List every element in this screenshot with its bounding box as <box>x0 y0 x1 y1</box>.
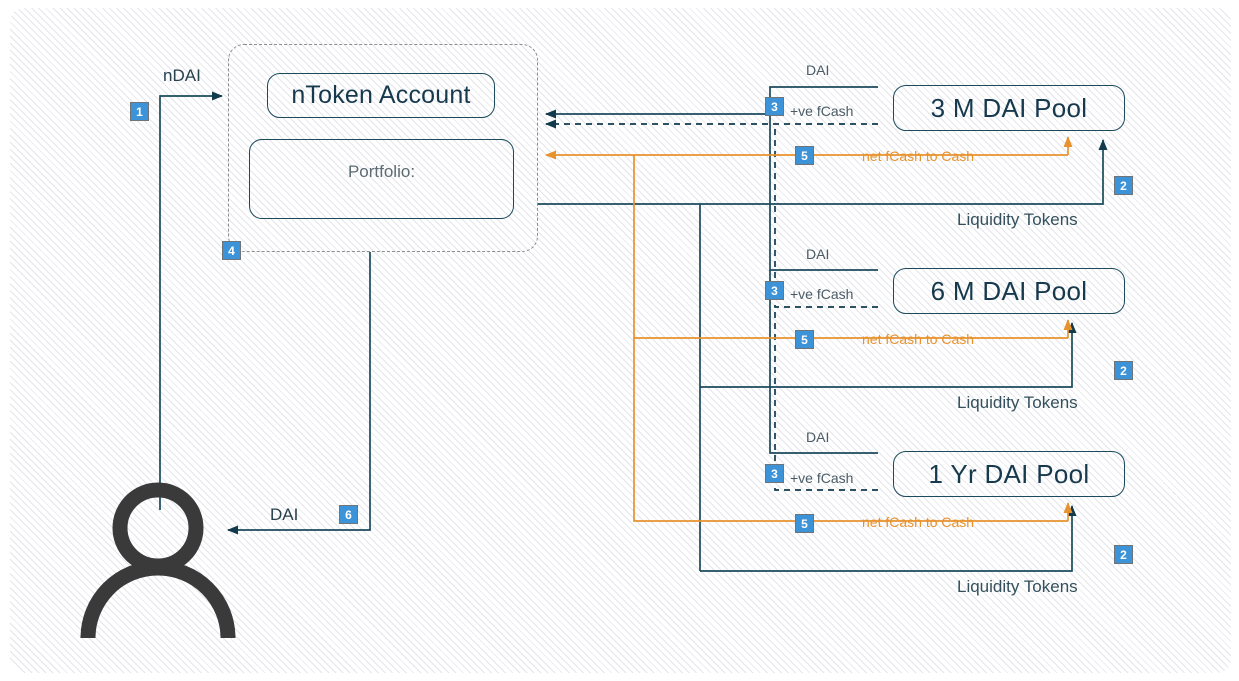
label-net-pool3: net fCash to Cash <box>862 514 975 530</box>
portfolio-label: Portfolio: <box>347 162 416 181</box>
flow-dai-out <box>227 252 371 535</box>
flow-liquidity-pool1 <box>537 139 1108 205</box>
flow-net-pool3-line <box>633 338 1068 522</box>
badge-step-3-pool3[interactable]: 3 <box>765 464 784 483</box>
badge-step-5-pool1[interactable]: 5 <box>795 146 814 165</box>
badge-step-4[interactable]: 4 <box>222 241 241 260</box>
flow-dai-pool3 <box>769 270 878 454</box>
label-dai-pool3: DAI <box>806 429 830 445</box>
pool-box-6m[interactable]: 6 M DAI Pool <box>893 268 1125 314</box>
label-liquidity-pool3: Liquidity Tokens <box>957 577 1078 596</box>
flow-fcash-pool3 <box>774 307 878 491</box>
flow-ndai-in <box>159 91 223 510</box>
pool-title-6m: 6 M DAI Pool <box>930 275 1088 306</box>
label-fcash-pool3: +ve fCash <box>790 470 854 486</box>
badge-step-1[interactable]: 1 <box>130 102 149 121</box>
pool-box-1yr[interactable]: 1 Yr DAI Pool <box>893 451 1125 497</box>
badge-step-5-pool3[interactable]: 5 <box>795 514 814 533</box>
badge-step-2-pool2[interactable]: 2 <box>1114 361 1133 380</box>
badge-step-3-pool1[interactable]: 3 <box>765 97 784 116</box>
pool-box-3m[interactable]: 3 M DAI Pool <box>893 85 1125 131</box>
flow-liquidity-pool2 <box>700 322 1077 388</box>
ntoken-account-group <box>228 44 538 252</box>
pool-title-1yr: 1 Yr DAI Pool <box>928 458 1090 489</box>
user-person-icon <box>80 482 236 639</box>
label-dai-pool2: DAI <box>806 246 830 262</box>
label-fcash-pool2: +ve fCash <box>790 286 854 302</box>
label-fcash-pool1: +ve fCash <box>790 103 854 119</box>
flow-liquidity-pool3 <box>700 505 1077 572</box>
label-dai-pool1: DAI <box>806 62 830 78</box>
badge-step-5-pool2[interactable]: 5 <box>795 330 814 349</box>
badge-step-2-pool3[interactable]: 2 <box>1114 545 1133 564</box>
label-ndai: nDAI <box>163 66 201 85</box>
flow-fcash-pool2 <box>774 124 878 308</box>
badge-step-6[interactable]: 6 <box>339 505 358 524</box>
label-liquidity-pool2: Liquidity Tokens <box>957 393 1078 412</box>
label-net-pool1: net fCash to Cash <box>862 148 975 164</box>
portfolio-box[interactable]: Portfolio: <box>249 139 514 219</box>
label-dai-out: DAI <box>270 505 299 524</box>
ntoken-account-box[interactable]: nToken Account <box>267 73 495 118</box>
label-net-pool2: net fCash to Cash <box>862 331 975 347</box>
badge-step-2-pool1[interactable]: 2 <box>1114 176 1133 195</box>
hatched-background <box>10 8 1231 673</box>
pool-title-3m: 3 M DAI Pool <box>930 92 1088 123</box>
label-liquidity-pool1: Liquidity Tokens <box>957 210 1078 229</box>
badge-step-3-pool2[interactable]: 3 <box>765 281 784 300</box>
ntoken-account-title: nToken Account <box>291 81 471 109</box>
